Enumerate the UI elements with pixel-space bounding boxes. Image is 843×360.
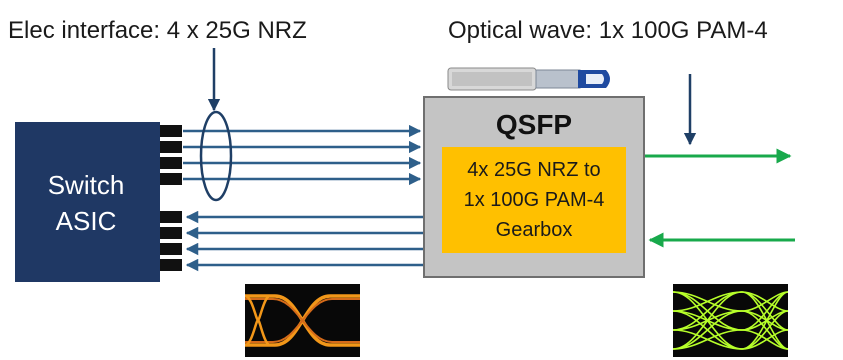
switch-asic-label-line1: Switch xyxy=(48,170,125,200)
gearbox-label-line2: 1x 100G PAM-4 xyxy=(464,189,605,211)
qsfp-module-icon xyxy=(447,67,610,91)
qsfp-title: QSFP xyxy=(496,109,572,140)
gearbox-label-line3: Gearbox xyxy=(496,219,573,241)
gearbox-block xyxy=(442,147,626,253)
gearbox-label-line1: 4x 25G NRZ to xyxy=(467,159,600,181)
lane-bundle-ellipse xyxy=(199,110,233,202)
switch-asic-block xyxy=(15,122,160,282)
rx-lanes xyxy=(185,210,424,272)
elec-interface-label: Elec interface: 4 x 25G NRZ xyxy=(8,17,307,44)
tx-lanes xyxy=(183,124,422,186)
pam4-eye-diagram-icon xyxy=(672,284,789,357)
optical-wave-label: Optical wave: 1x 100G PAM-4 xyxy=(448,17,768,44)
asic-pins xyxy=(160,125,182,271)
switch-asic-label-line2: ASIC xyxy=(56,206,117,236)
nrz-eye-diagram-icon xyxy=(244,284,360,357)
